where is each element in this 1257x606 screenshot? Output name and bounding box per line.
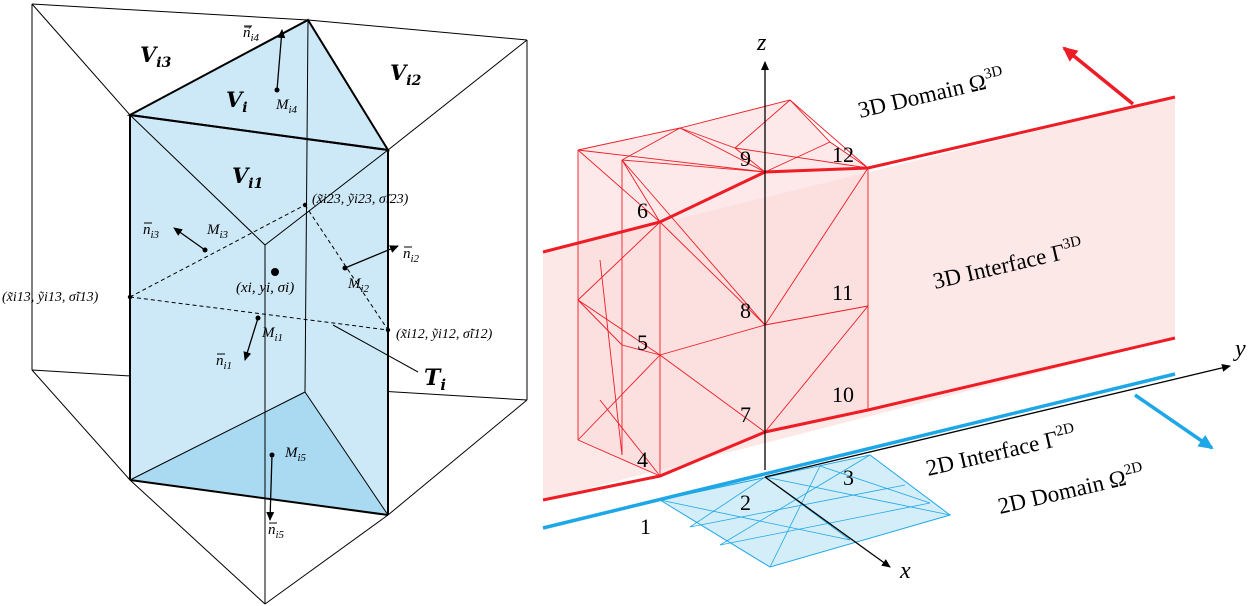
domain-2d-label: 2D Domain Ω2D <box>995 459 1147 519</box>
point-dots <box>127 87 391 458</box>
normal-arrows <box>173 29 399 521</box>
label-point-23: (x̃i23, ỹi23, σ̃i23) <box>312 192 409 207</box>
node-11: 11 <box>832 280 853 305</box>
label-point-12: (x̃i12, ỹi12, σ̃i12) <box>396 327 493 342</box>
outer-wireframe <box>31 3 528 605</box>
mesh-2d <box>658 454 952 568</box>
prism-top-face <box>130 20 388 150</box>
label-v-i2: Vi2 <box>390 60 422 89</box>
prism-front-face <box>130 115 388 515</box>
label-v-i3: Vi3 <box>140 42 172 71</box>
label-m-i5: Mi5 <box>284 445 307 464</box>
node-5: 5 <box>637 330 648 355</box>
domain-figure: z y x 3D Domain Ω3D 3D Interface Γ3D 2D … <box>542 30 1246 584</box>
node-8: 8 <box>740 298 751 323</box>
domain-3d-label: 3D Domain Ω3D <box>855 63 1007 123</box>
label-m-i1: Mi1 <box>261 325 283 344</box>
node-6: 6 <box>637 198 648 223</box>
node-10: 10 <box>832 382 854 407</box>
node-12: 12 <box>832 142 854 167</box>
axis-x-label: x <box>899 558 911 584</box>
axis-z-label: z <box>756 30 767 56</box>
node-1: 1 <box>640 514 651 539</box>
label-center-point: (xi, yi, σi) <box>236 280 294 296</box>
mesh-3d <box>577 99 869 477</box>
prism-edges <box>126 18 390 604</box>
label-n-i1: ni1 <box>216 353 232 372</box>
dashed-lines <box>129 204 389 331</box>
label-n-i3: ni3 <box>143 222 160 241</box>
vector-accents <box>144 25 412 524</box>
label-n-i2: ni2 <box>403 246 420 265</box>
node-7: 7 <box>740 402 751 427</box>
node-3: 3 <box>843 465 854 490</box>
axes <box>761 61 1231 568</box>
label-m-i3: Mi3 <box>206 222 229 241</box>
label-t-i: Ti <box>424 365 446 394</box>
node-numbers: 1 2 3 4 5 6 7 8 9 10 11 12 <box>637 142 854 539</box>
label-m-i4: Mi4 <box>275 97 298 116</box>
node-4: 4 <box>637 447 648 472</box>
node-2: 2 <box>740 490 751 515</box>
domain-2d-arrow <box>1134 393 1214 450</box>
prism-figure: Vi3 Vi2 Vi Vi1 ⃗ni4 ni3 ni2 ni1 ni5 Mi4 … <box>2 3 528 605</box>
label-v-i1: Vi1 <box>232 163 263 192</box>
prism-bottom-face <box>130 392 388 515</box>
axis-y-label: y <box>1233 336 1246 362</box>
label-n-i4: ⃗ni4 <box>243 25 260 44</box>
label-m-i2: Mi2 <box>347 276 370 295</box>
domain-3d-arrow <box>1062 46 1135 106</box>
ti-leader <box>332 324 419 373</box>
node-9: 9 <box>740 146 751 171</box>
interface-2d-line <box>542 372 1176 530</box>
label-v-i: Vi <box>226 87 248 116</box>
label-point-13: (x̃i13, ỹi13, σ̃i13) <box>2 290 99 305</box>
label-n-i5: ni5 <box>268 522 285 541</box>
